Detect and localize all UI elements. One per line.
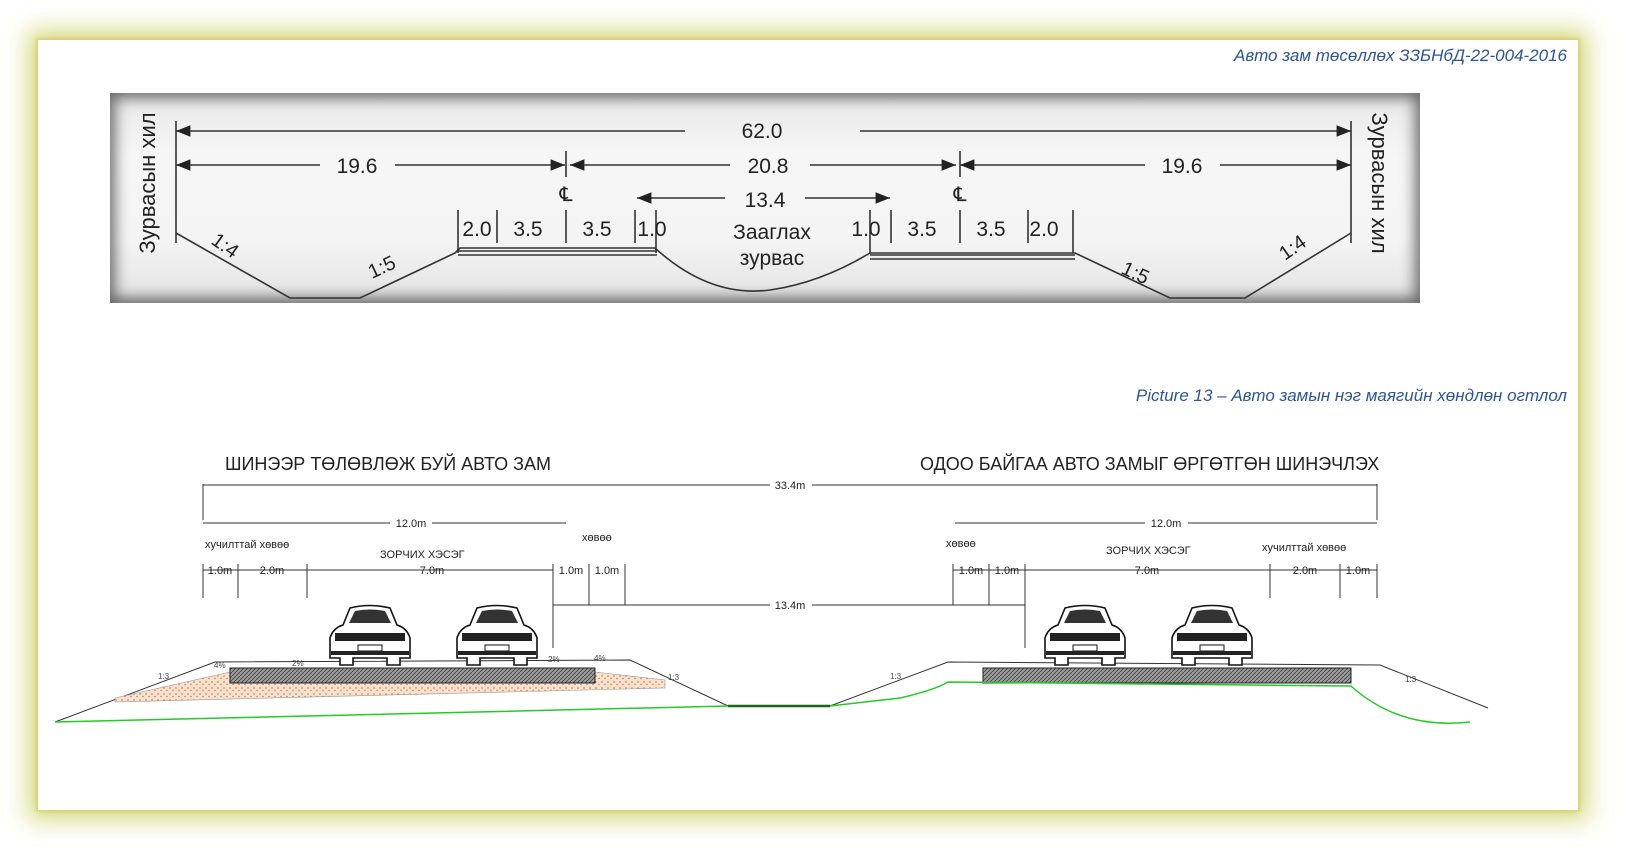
centerline-right: ℄ xyxy=(953,184,967,206)
slope-label: 1:3 xyxy=(1405,675,1417,684)
pct-label: 4% xyxy=(594,654,606,663)
lane-label: 2.0 xyxy=(1029,218,1058,241)
slope-label: 1:3 xyxy=(668,673,680,682)
right-width-label: 19.6 xyxy=(1162,155,1203,178)
dim-label: 7.0m xyxy=(1135,565,1159,577)
document-reference: Авто зам төсөллөх ЗЗБНбД-22-004-2016 xyxy=(1234,46,1567,65)
total-dim: 33.4m xyxy=(775,480,806,492)
ground-line xyxy=(54,681,1471,724)
boundary-label-left: Зурвасын хил xyxy=(135,112,160,253)
car-icon xyxy=(329,604,411,666)
shoulder-right: хөвөө xyxy=(946,538,976,550)
centerline-left: ℄ xyxy=(559,184,573,206)
left-width-label: 19.6 xyxy=(337,155,378,178)
dim-label: 1.0m xyxy=(208,565,232,577)
dim-label: 1.0m xyxy=(559,565,583,577)
dim-label: 1.0m xyxy=(595,565,619,577)
lane-label: 1.0 xyxy=(637,218,666,241)
pavement-left xyxy=(229,667,596,684)
car-icon xyxy=(1044,604,1126,666)
median-dim: 13.4m xyxy=(775,600,806,612)
car-icon xyxy=(456,604,538,666)
right-width-dim: 12.0m xyxy=(1151,518,1182,530)
slope-label: 1:3 xyxy=(890,672,902,681)
figure-caption: Picture 13 – Авто замын нэг маягийн хөнд… xyxy=(1135,386,1567,405)
slope-label: 1:4 xyxy=(1275,231,1310,265)
bottom-cross-section: ШИНЭЭР ТӨЛӨВЛӨЖ БУЙ АВТО ЗАМ ОДОО БАЙГАА… xyxy=(54,453,1489,724)
left-title: ШИНЭЭР ТӨЛӨВЛӨЖ БУЙ АВТО ЗАМ xyxy=(225,453,551,474)
slope-label: 1:3 xyxy=(158,672,170,681)
paved-shoulder-left: хучилттай хөвөө xyxy=(205,539,289,551)
paved-shoulder-right: хучилттай хөвөө xyxy=(1262,542,1346,554)
lane-label: 1.0 xyxy=(851,218,880,241)
slope-label: 1:5 xyxy=(365,252,400,284)
dim-label: 2.0m xyxy=(260,565,284,577)
right-title: ОДОО БАЙГАА АВТО ЗАМЫГ ӨРГӨТГӨН ШИНЭЧЛЭХ xyxy=(920,453,1379,474)
pct-label: 2% xyxy=(548,655,560,664)
pct-label: 2% xyxy=(292,659,304,668)
top-cross-section: 62.0 19.6 20.8 19.6 13.4 ℄ ℄ Зааглах зур… xyxy=(135,112,1392,299)
dim-label: 1.0m xyxy=(1346,565,1370,577)
boundary-label-right: Зурвасын хил xyxy=(1367,112,1392,253)
carriageway-left: ЗОРЧИХ ХЭСЭГ xyxy=(380,549,465,561)
lane-label: 3.5 xyxy=(976,218,1005,241)
shoulder-left: хөвөө xyxy=(582,532,612,544)
dim-label: 1.0m xyxy=(959,565,983,577)
dim-label: 1.0m xyxy=(995,565,1019,577)
lane-label: 3.5 xyxy=(907,218,936,241)
total-width-label: 62.0 xyxy=(742,120,783,143)
middle-width-label: 20.8 xyxy=(748,155,789,178)
lane-label: 3.5 xyxy=(582,218,611,241)
carriageway-right: ЗОРЧИХ ХЭСЭГ xyxy=(1106,545,1191,557)
dim-label: 7.0m xyxy=(420,565,444,577)
pavement-right xyxy=(982,667,1352,684)
car-icon xyxy=(1171,604,1253,666)
lane-label: 3.5 xyxy=(513,218,542,241)
lane-label: 2.0 xyxy=(462,218,491,241)
slope-label: 1:4 xyxy=(207,229,242,263)
left-width-dim: 12.0m xyxy=(396,518,427,530)
median-label-1: Зааглах xyxy=(733,221,811,244)
dim-label: 2.0m xyxy=(1293,565,1317,577)
slope-label: 1:5 xyxy=(1118,258,1153,290)
median-width-label: 13.4 xyxy=(745,189,786,212)
top-cross-section-panel: 62.0 19.6 20.8 19.6 13.4 ℄ ℄ Зааглах зур… xyxy=(110,93,1420,303)
median-label-2: зурвас xyxy=(740,247,804,270)
pct-label: 4% xyxy=(214,661,226,670)
